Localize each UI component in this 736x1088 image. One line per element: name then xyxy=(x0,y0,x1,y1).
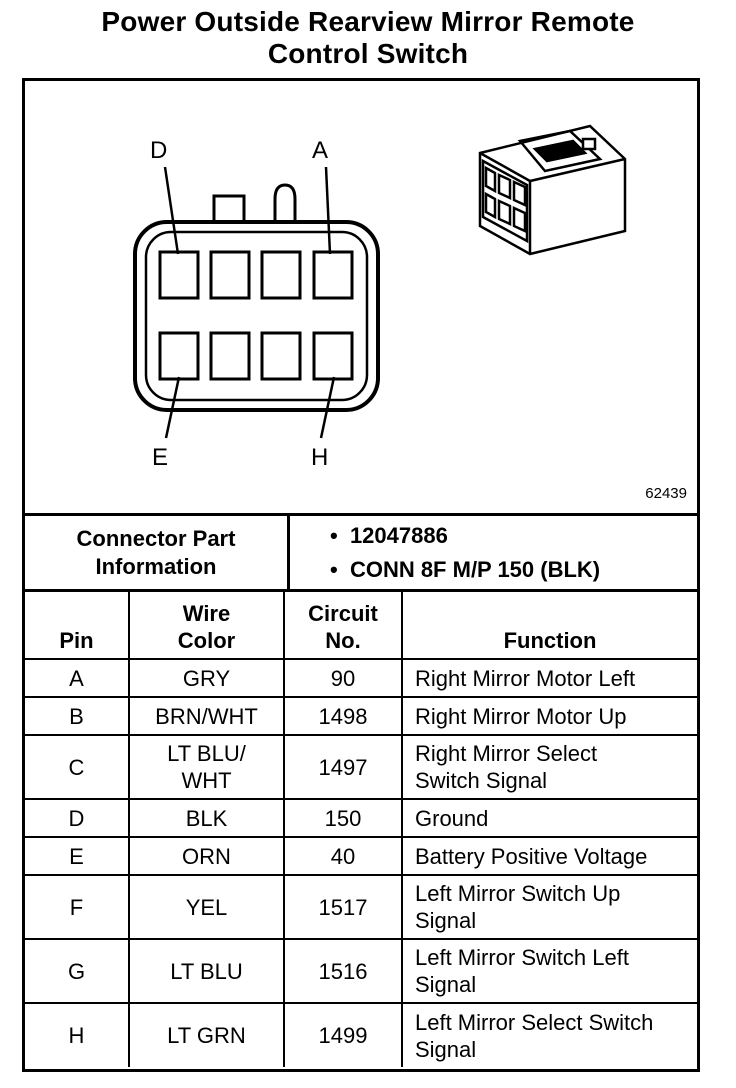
cell-circuit: 150 xyxy=(283,798,403,838)
cavity-C xyxy=(209,250,251,300)
connector-description: • CONN 8F M/P 150 (BLK) xyxy=(330,556,601,582)
cell-function: Right Mirror Select Switch Signal xyxy=(401,734,697,800)
connector-part-values: • 12047886 • CONN 8F M/P 150 (BLK) xyxy=(289,516,698,589)
cell-wire-color: GRY xyxy=(128,658,285,698)
figure-number: 62439 xyxy=(645,485,687,502)
table-row: F YEL 1517 Left Mirror Switch Up Signal xyxy=(25,874,697,940)
connector-part-label: Connector Part Information xyxy=(25,516,290,589)
cell-function: Left Mirror Switch Left Signal xyxy=(401,938,697,1004)
connector-outer-shell xyxy=(133,220,380,412)
cavity-A xyxy=(312,250,354,300)
pin-table: Pin Wire Color Circuit No. Function A GR… xyxy=(25,589,697,1067)
title-line-2: Control Switch xyxy=(267,38,469,69)
cell-pin: D xyxy=(25,798,130,838)
header-pin: Pin xyxy=(25,589,130,660)
cell-pin: A xyxy=(25,658,130,698)
cavity-H xyxy=(312,331,354,381)
header-wire-color: Wire Color xyxy=(128,589,285,660)
cell-function: Left Mirror Switch Up Signal xyxy=(401,874,697,940)
connector-label-line-2: Information xyxy=(95,553,217,579)
cell-circuit: 1498 xyxy=(283,696,403,736)
cell-function: Ground xyxy=(401,798,697,838)
pin-label-D: D xyxy=(150,137,167,164)
table-row: D BLK 150 Ground xyxy=(25,798,697,838)
cell-circuit: 1497 xyxy=(283,734,403,800)
connector-label-line-1: Connector Part xyxy=(76,525,236,551)
connector-part-info: Connector Part Information • 12047886 • … xyxy=(25,516,697,589)
cell-function: Left Mirror Select Switch Signal xyxy=(401,1002,697,1067)
table-row: H LT GRN 1499 Left Mirror Select Switch … xyxy=(25,1002,697,1067)
cell-pin: E xyxy=(25,836,130,876)
cell-circuit: 1517 xyxy=(283,874,403,940)
cell-wire-color: LT GRN xyxy=(128,1002,285,1067)
part-number: • 12047886 xyxy=(330,522,448,548)
leader-E xyxy=(164,376,181,439)
cell-circuit: 1516 xyxy=(283,938,403,1004)
cell-pin: G xyxy=(25,938,130,1004)
cell-function: Battery Positive Voltage xyxy=(401,836,697,876)
cell-wire-color: BLK xyxy=(128,798,285,838)
connector-diagram: D A E H 62439 xyxy=(25,81,697,513)
table-row: E ORN 40 Battery Positive Voltage xyxy=(25,836,697,876)
leader-H xyxy=(319,376,336,439)
cell-wire-color: LT BLU xyxy=(128,938,285,1004)
cell-wire-color: ORN xyxy=(128,836,285,876)
table-row: A GRY 90 Right Mirror Motor Left xyxy=(25,658,697,698)
connector-inner-shell xyxy=(144,230,369,402)
cell-wire-color: BRN/WHT xyxy=(128,696,285,736)
cell-pin: H xyxy=(25,1002,130,1067)
page-title: Power Outside Rearview Mirror Remote Con… xyxy=(0,6,736,70)
table-row: C LT BLU/ WHT 1497 Right Mirror Select S… xyxy=(25,734,697,800)
connector-sheet: D A E H 62439 xyxy=(22,78,700,1072)
cell-function: Right Mirror Motor Up xyxy=(401,696,697,736)
header-circuit-no: Circuit No. xyxy=(283,589,403,660)
table-header-row: Pin Wire Color Circuit No. Function xyxy=(25,589,697,660)
leader-A xyxy=(324,166,332,255)
key-tab xyxy=(273,183,297,231)
leader-D xyxy=(163,166,180,255)
cavity-F xyxy=(209,331,251,381)
title-line-1: Power Outside Rearview Mirror Remote xyxy=(101,6,635,37)
pin-label-E: E xyxy=(152,444,168,471)
connector-face-drawing: D A E H xyxy=(133,124,627,471)
cell-function: Right Mirror Motor Left xyxy=(401,658,697,698)
table-row: B BRN/WHT 1498 Right Mirror Motor Up xyxy=(25,696,697,736)
cell-wire-color: YEL xyxy=(128,874,285,940)
cell-circuit: 1499 xyxy=(283,1002,403,1067)
cavity-B xyxy=(260,250,302,300)
table-row: G LT BLU 1516 Left Mirror Switch Left Si… xyxy=(25,938,697,1004)
cavity-D xyxy=(158,250,200,300)
cavity-G xyxy=(260,331,302,381)
cell-pin: C xyxy=(25,734,130,800)
cell-pin: F xyxy=(25,874,130,940)
divider xyxy=(25,513,697,516)
cell-pin: B xyxy=(25,696,130,736)
cell-circuit: 90 xyxy=(283,658,403,698)
cavity-E xyxy=(158,331,200,381)
cell-circuit: 40 xyxy=(283,836,403,876)
connector-isometric-sketch xyxy=(478,124,627,256)
header-function: Function xyxy=(401,589,697,660)
cell-wire-color: LT BLU/ WHT xyxy=(128,734,285,800)
pin-label-H: H xyxy=(311,444,328,471)
pin-label-A: A xyxy=(312,137,328,164)
